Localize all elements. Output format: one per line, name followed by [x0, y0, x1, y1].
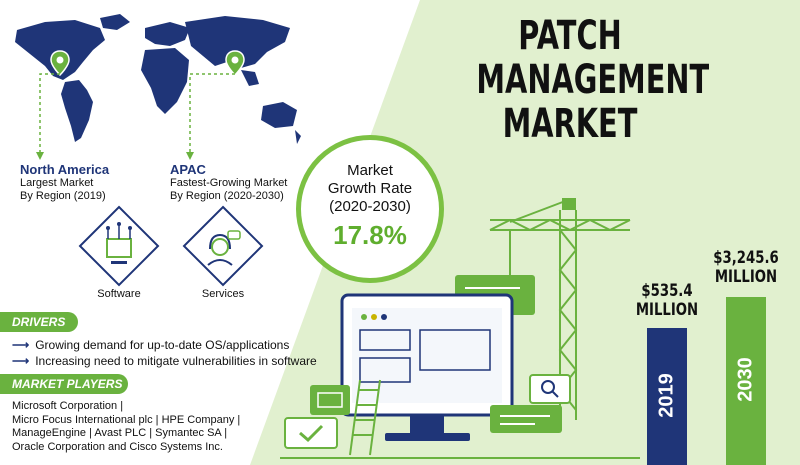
bar-2019	[647, 328, 687, 465]
bar-value-line: MILLION	[635, 300, 699, 320]
region-name: North America	[20, 162, 110, 177]
page-title: PATCH MANAGEMENT MARKET	[476, 13, 710, 147]
region-apac: APAC Fastest-Growing Market By Region (2…	[170, 162, 287, 203]
growth-rate-value: 17.8%	[333, 220, 407, 250]
arrow-right-icon: ⟶	[12, 354, 30, 368]
bar-value-line: $535.4	[641, 281, 693, 301]
market-players-list: Microsoft Corporation | Micro Focus Inte…	[12, 400, 287, 454]
north-america-pin-icon	[50, 50, 70, 76]
bar-value-line: $3,245.6	[713, 248, 779, 268]
segment-label-services: Services	[201, 288, 245, 300]
segment-label-software: Software	[97, 288, 141, 300]
market-players-heading: MARKET PLAYERS	[0, 374, 128, 394]
world-map	[15, 14, 301, 144]
cube-circuit-icon	[78, 205, 160, 287]
growth-rate-badge: Market Growth Rate (2020-2030) 17.8%	[296, 135, 444, 283]
bar-year-2019: 2019	[655, 373, 678, 418]
headset-support-icon	[182, 205, 264, 287]
growth-label-line: (2020-2030)	[329, 198, 411, 215]
computer-crane-illustration	[280, 198, 640, 459]
region-line: By Region (2019)	[20, 190, 106, 202]
apac-pin-icon	[225, 50, 245, 76]
player-line: Oracle Corporation and Cisco Systems Inc…	[12, 440, 223, 453]
title-line: PATCH	[518, 13, 622, 59]
player-line: ManageEngine | Avast PLC | Symantec SA |	[12, 427, 228, 439]
arrow-right-icon: ⟶	[12, 338, 30, 352]
region-line: Largest Market	[20, 177, 94, 189]
growth-label-line: Growth Rate	[327, 180, 413, 197]
region-line: By Region (2020-2030)	[170, 190, 284, 202]
driver-item: ⟶ Growing demand for up-to-date OS/applic…	[12, 338, 289, 353]
bar-value-2019: $535.4 MILLION	[632, 282, 702, 320]
title-line: MANAGEMENT	[476, 57, 710, 103]
map-leader-lines	[36, 73, 235, 160]
bar-2030	[726, 297, 766, 465]
bar-value-2030: $3,245.6 MILLION	[707, 249, 785, 287]
driver-text: Growing demand for up-to-date OS/applica…	[35, 338, 290, 352]
title-line: MARKET	[502, 101, 638, 147]
player-line: Micro Focus International plc | HPE Comp…	[12, 413, 241, 426]
drivers-heading: DRIVERS	[0, 312, 78, 332]
driver-text: Increasing need to mitigate vulnerabilit…	[35, 354, 317, 368]
bar-year-2030: 2030	[734, 357, 757, 402]
region-north-america: North America Largest Market By Region (…	[20, 162, 109, 203]
growth-label-line: Market	[347, 162, 393, 179]
region-name: APAC	[170, 162, 206, 177]
bar-value-line: MILLION	[714, 267, 778, 287]
driver-item: ⟶ Increasing need to mitigate vulnerabili…	[12, 354, 317, 369]
region-line: Fastest-Growing Market	[170, 177, 288, 189]
player-line: Microsoft Corporation |	[12, 400, 124, 412]
